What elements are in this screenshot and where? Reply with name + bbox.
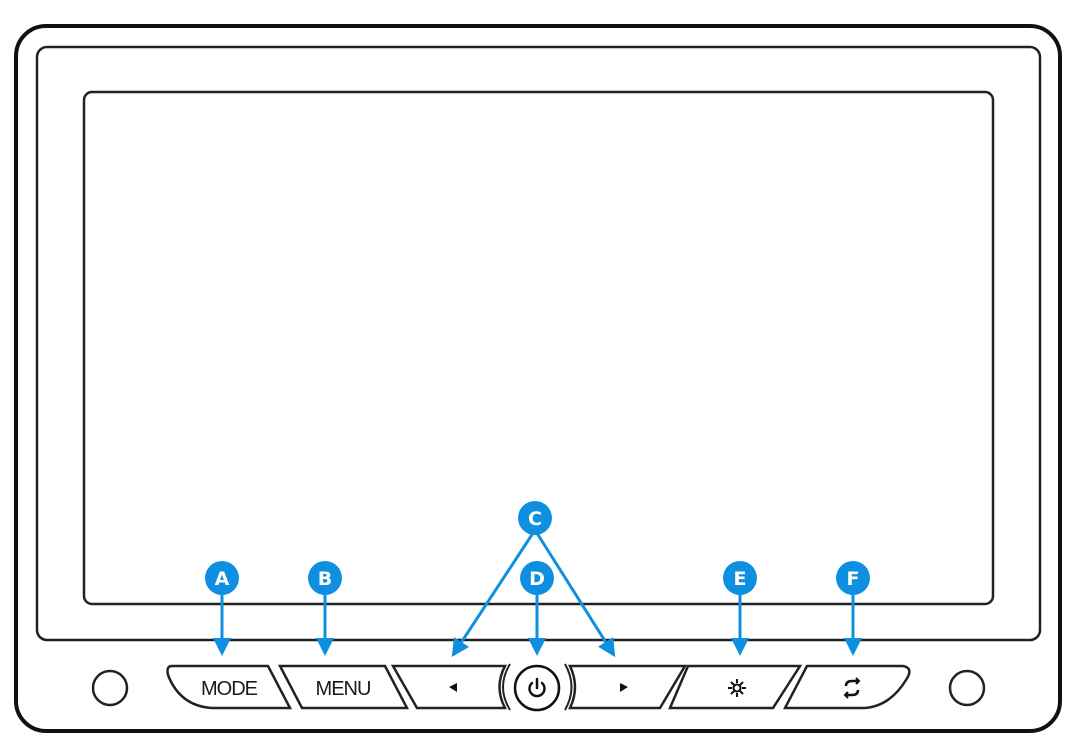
left-sensor <box>91 669 129 707</box>
rotate-button[interactable] <box>782 664 911 710</box>
menu-button[interactable]: MENU <box>277 664 410 710</box>
svg-text:C: C <box>528 508 542 530</box>
menu-label: MENU <box>316 678 371 700</box>
svg-text:A: A <box>215 568 230 590</box>
power-icon <box>528 677 546 698</box>
left-button[interactable] <box>390 664 508 710</box>
svg-text:E: E <box>734 568 747 590</box>
callout-e: E <box>723 561 757 595</box>
callout-f: F <box>836 561 870 595</box>
refresh-icon <box>843 677 861 699</box>
svg-text:F: F <box>847 568 860 590</box>
right-sensor <box>948 669 986 707</box>
callout-a: A <box>205 561 239 595</box>
left-triangle-icon <box>449 683 457 692</box>
callout-arrows <box>213 529 862 658</box>
svg-text:D: D <box>529 568 545 590</box>
right-button[interactable] <box>568 664 688 710</box>
mode-label: MODE <box>201 678 258 700</box>
brightness-button[interactable] <box>668 664 803 710</box>
power-button[interactable] <box>502 663 573 712</box>
callout-c: C <box>518 501 552 535</box>
right-triangle-icon <box>620 683 628 692</box>
sun-icon <box>728 679 746 697</box>
svg-text:B: B <box>318 568 332 590</box>
callout-d: D <box>520 561 554 595</box>
callout-b: B <box>308 561 342 595</box>
mode-button[interactable]: MODE <box>166 664 293 710</box>
